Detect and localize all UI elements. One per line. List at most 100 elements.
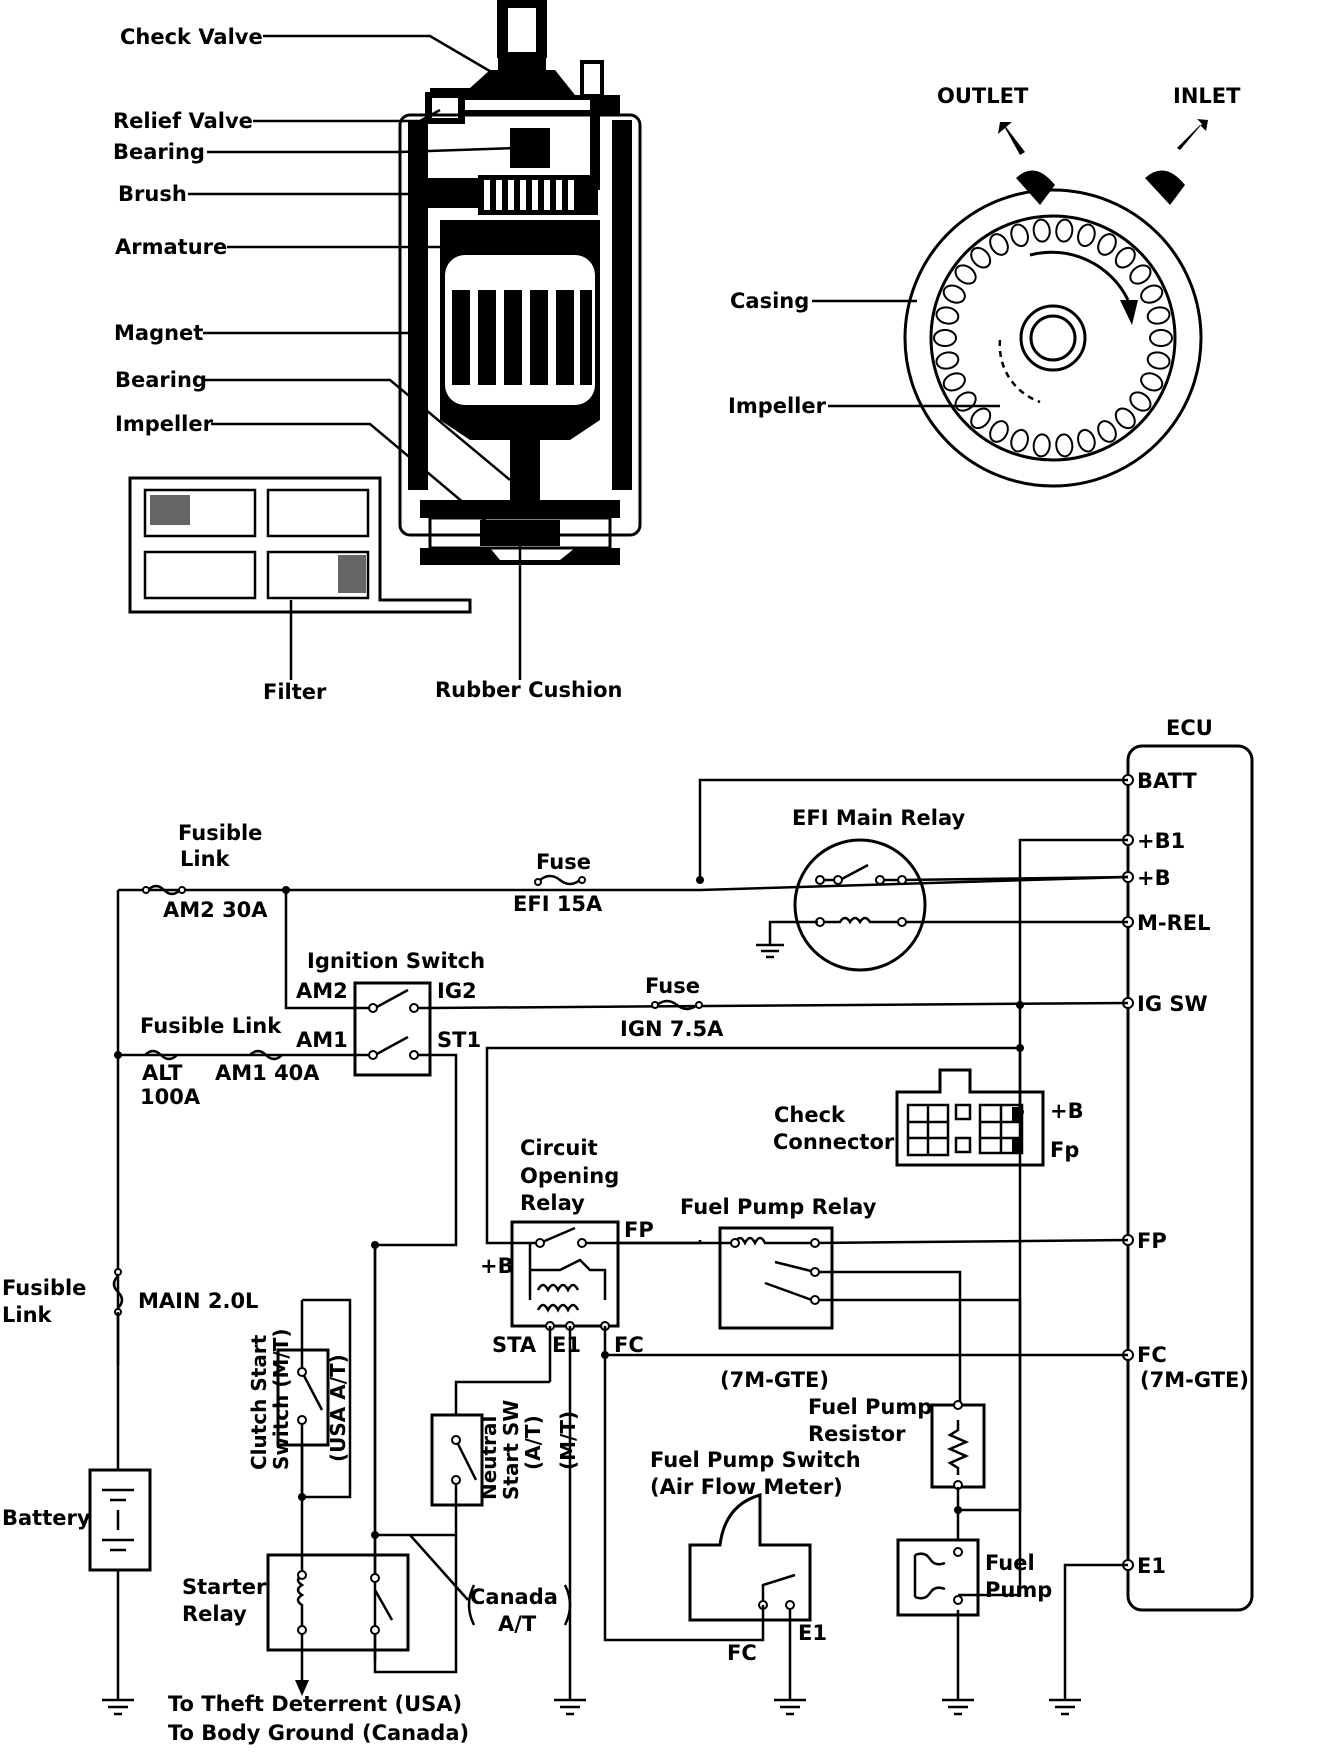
fuel-pump-cutaway: Check Valve Relief Valve Bearing Brush A… — [113, 0, 642, 704]
cor-fc-label: FC — [614, 1333, 644, 1357]
impeller-tooth — [1114, 246, 1136, 269]
wiring-diagram: ECU BATT +B1 +B M-REL IG SW FP FC (7M-GT… — [2, 716, 1254, 1745]
ign-am1-label: AM1 — [296, 1028, 348, 1052]
check-connector-label1: Check — [774, 1103, 846, 1127]
inlet-label: INLET — [1173, 84, 1241, 108]
impeller-tooth — [1077, 223, 1096, 248]
impeller-tooth — [935, 351, 960, 370]
cor-label1: Circuit — [520, 1136, 598, 1160]
impeller-tooth — [989, 420, 1009, 443]
cor-e1-label: E1 — [552, 1333, 581, 1357]
impeller-diagram: OUTLET INLET Casing Impeller — [728, 84, 1241, 488]
check-connector-label2: Connector — [773, 1130, 895, 1154]
rubber-cushion-label: Rubber Cushion — [435, 678, 622, 702]
filter-label: Filter — [263, 680, 327, 704]
fusible-link-main-label1: Fusible — [2, 1276, 86, 1300]
fps-e1-label: E1 — [798, 1621, 827, 1645]
impeller-tooth — [989, 233, 1009, 256]
neutral-start-label2: Start SW — [499, 1400, 523, 1500]
impeller-tooth — [1077, 428, 1096, 453]
bearing-bottom-label: Bearing — [115, 368, 207, 392]
impeller-tooth — [1010, 223, 1029, 248]
battery — [88, 1468, 152, 1572]
impeller-tooth — [1032, 433, 1051, 458]
ign-am2-label: AM2 — [296, 979, 348, 1003]
armature-label: Armature — [115, 235, 227, 259]
cor-sta-label: STA — [492, 1333, 537, 1357]
fusible-link-main-label2: Link — [2, 1303, 53, 1327]
impeller-tooth — [1114, 407, 1136, 430]
efi-main-relay-label: EFI Main Relay — [792, 806, 965, 830]
neutral-start-label3: (A/T) — [521, 1415, 545, 1470]
starter-relay — [266, 1553, 410, 1652]
impeller-tooth — [933, 329, 957, 347]
fuel-pump-label2: Pump — [985, 1578, 1052, 1602]
cor-label2: Opening — [520, 1164, 619, 1188]
cc-fp-label: Fp — [1050, 1138, 1079, 1162]
impeller-tooth — [1129, 391, 1152, 412]
fusible-link-top-line2: Link — [180, 847, 231, 871]
fuse-ign-label: Fuse — [645, 974, 700, 998]
impeller-tooth — [1097, 420, 1117, 443]
starter-relay-label2: Relay — [182, 1602, 247, 1626]
ecu-pin-b: +B — [1137, 866, 1171, 890]
ecu-pin-fp: FP — [1137, 1229, 1167, 1253]
main-20l-label: MAIN 2.0L — [138, 1289, 258, 1313]
ignition-switch-label: Ignition Switch — [307, 949, 485, 973]
cor-fp-label: FP — [624, 1218, 654, 1242]
ecu-pin-batt: BATT — [1137, 769, 1197, 793]
magnet-label: Magnet — [114, 321, 203, 345]
impeller-label-right: Impeller — [728, 394, 827, 418]
fusible-link-mid-label: Fusible Link — [140, 1014, 282, 1038]
fuel-pump-resistor-label1: Fuel Pump — [808, 1395, 932, 1419]
check-connector — [895, 1048, 1045, 1167]
seven-mgte-label: (7M-GTE) — [720, 1368, 829, 1392]
impeller-tooth — [1055, 433, 1074, 458]
ecu-pin-e1: E1 — [1137, 1554, 1166, 1578]
alt-label: ALT — [142, 1061, 183, 1085]
clutch-start-label2: Switch (M/T) — [269, 1329, 293, 1470]
clutch-start-label1: Clutch Start — [247, 1334, 271, 1470]
impeller-tooth — [954, 264, 977, 285]
outlet-label: OUTLET — [937, 84, 1029, 108]
impeller-tooth — [1140, 284, 1164, 304]
impeller-tooth — [942, 284, 966, 304]
fuel-pump-resistor-label2: Resistor — [808, 1422, 906, 1446]
cor-plus-b-label: +B — [480, 1254, 514, 1278]
circuit-opening-relay — [510, 1220, 620, 1328]
impeller-tooth — [1146, 351, 1171, 370]
ecu-pin-b1: +B1 — [1137, 829, 1185, 853]
am2-30a-label: AM2 30A — [163, 898, 268, 922]
canada-at-label1: Canada — [470, 1585, 558, 1609]
ecu-pin-mrel: M-REL — [1137, 911, 1211, 935]
fusible-link-top-line1: Fusible — [178, 821, 262, 845]
fuel-pump-switch — [688, 1493, 812, 1622]
am1-40a-label: AM1 40A — [215, 1061, 320, 1085]
neutral-mt-label: (M/T) — [556, 1411, 580, 1470]
fps-fc-label: FC — [727, 1641, 757, 1665]
impeller-label: Impeller — [115, 412, 214, 436]
brush-label: Brush — [118, 182, 187, 206]
relief-valve-label: Relief Valve — [113, 109, 253, 133]
impeller-tooth — [970, 246, 992, 269]
impeller-tooth — [1140, 372, 1164, 392]
cc-plus-b-label: +B — [1050, 1099, 1084, 1123]
theft-label2: To Body Ground (Canada) — [168, 1721, 469, 1745]
fuse-efi-value: EFI 15A — [513, 892, 603, 916]
canada-at-label2: A/T — [498, 1612, 537, 1636]
impeller-tooth — [1055, 218, 1074, 243]
impeller-tooth — [1097, 233, 1117, 256]
fuel-pump-relay — [718, 1226, 834, 1330]
starter-relay-label1: Starter — [182, 1575, 267, 1599]
impeller-tooth — [970, 407, 992, 430]
fuel-pump-relay-label: Fuel Pump Relay — [680, 1195, 877, 1219]
casing-label: Casing — [730, 289, 809, 313]
bearing-top-label: Bearing — [113, 140, 205, 164]
cor-label3: Relay — [520, 1191, 585, 1215]
ecu-pin-fc-note: (7M-GTE) — [1140, 1368, 1249, 1392]
fuse-ign-value: IGN 7.5A — [620, 1017, 724, 1041]
theft-label1: To Theft Deterrent (USA) — [168, 1692, 462, 1716]
check-valve-label: Check Valve — [120, 25, 263, 49]
alt-100a-label: 100A — [140, 1085, 201, 1109]
